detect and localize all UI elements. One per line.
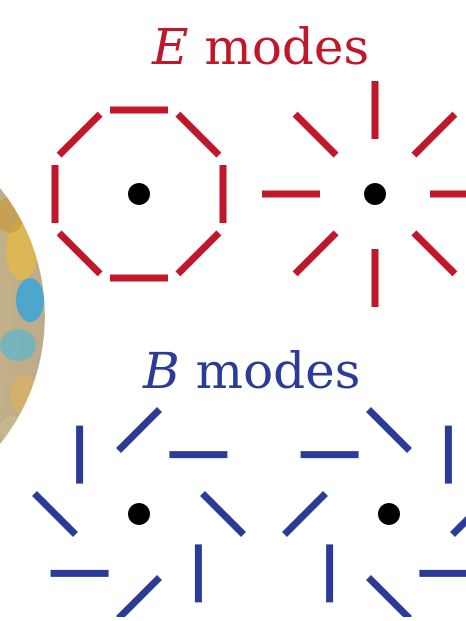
e-radial-segment <box>295 114 336 155</box>
b-swirl-cw-segment <box>369 410 410 451</box>
e-radial-segment <box>295 233 336 274</box>
e-tangential-center-dot <box>128 183 150 205</box>
e-tangential-segment <box>178 114 219 155</box>
sky-map-image <box>0 111 45 521</box>
b-swirl-ccw-segment <box>203 494 244 535</box>
e-modes-label: modes <box>204 18 369 76</box>
e-modes-patterns <box>55 81 466 307</box>
b-swirl-cw-segment <box>285 494 326 535</box>
b-symbol: B <box>143 342 180 400</box>
b-swirl-ccw-segment <box>119 578 160 618</box>
e-tangential-segment <box>59 233 100 274</box>
b-swirl-ccw-segment <box>35 494 76 535</box>
b-swirl-cw-segment <box>369 578 410 618</box>
b-modes-patterns <box>35 410 466 618</box>
b-swirl-cw-segment <box>453 494 466 535</box>
b-swirl-ccw-segment <box>119 410 160 451</box>
e-radial-segment <box>414 114 455 155</box>
e-tangential-segment <box>178 233 219 274</box>
e-modes-title: E modes <box>152 22 369 72</box>
b-swirl-cw-center-dot <box>378 503 400 525</box>
b-swirl-ccw-center-dot <box>128 503 150 525</box>
e-radial-segment <box>414 233 455 274</box>
b-modes-label: modes <box>196 342 361 400</box>
b-modes-title: B modes <box>143 346 360 396</box>
e-radial-center-dot <box>364 183 386 205</box>
e-tangential-segment <box>59 114 100 155</box>
e-symbol: E <box>152 18 189 76</box>
